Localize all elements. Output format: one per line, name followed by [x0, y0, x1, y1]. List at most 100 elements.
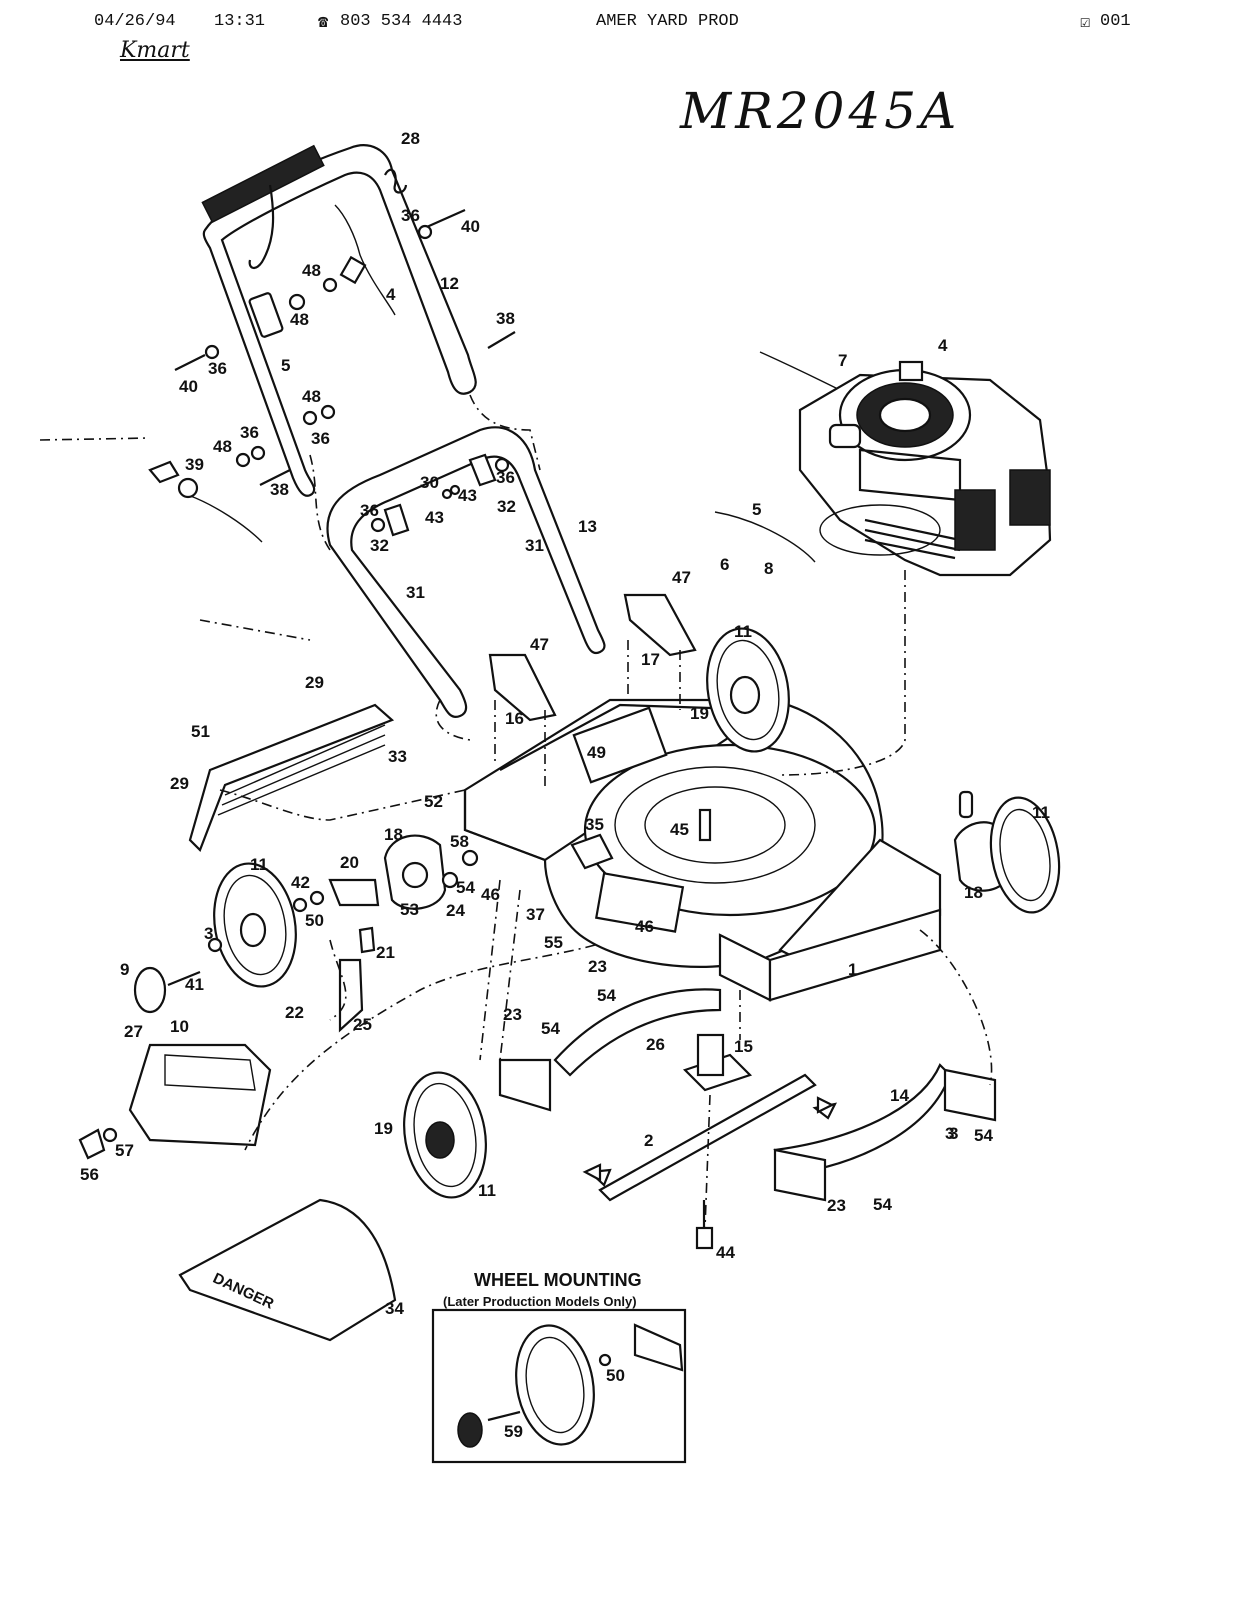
- handle-bracket-left: [488, 653, 557, 722]
- part-callout-31: 31: [406, 583, 425, 602]
- part-callout-10: 10: [170, 1017, 189, 1036]
- part-callout-4: 4: [386, 285, 396, 304]
- safety-shield: [178, 1198, 397, 1342]
- part-callout-49: 49: [587, 743, 606, 762]
- part-callout-23: 23: [588, 957, 607, 976]
- phone-icon: ☎: [318, 14, 329, 33]
- handle-hardware: [148, 208, 516, 537]
- part-callout-50: 50: [305, 911, 324, 930]
- inset-subtitle: (Later Production Models Only): [443, 1294, 637, 1309]
- part-callout-43: 43: [425, 508, 444, 527]
- mower-deck: [463, 698, 942, 1002]
- wheel-front-right: [706, 627, 790, 753]
- part-callout-41: 41: [185, 975, 204, 994]
- part-callout-9: 9: [120, 960, 129, 979]
- part-callout-3: 3: [204, 924, 213, 943]
- part-callout-43: 43: [458, 486, 477, 505]
- part-callout-18: 18: [384, 825, 403, 844]
- part-callout-39: 39: [185, 455, 204, 474]
- engine: [798, 360, 1052, 577]
- part-callout-40: 40: [461, 217, 480, 236]
- part-callout-28: 28: [401, 129, 420, 148]
- fax-time: 13:31: [214, 12, 266, 31]
- part-callout-11: 11: [250, 855, 268, 874]
- part-callout-40: 40: [179, 377, 198, 396]
- part-callout-54: 54: [974, 1126, 993, 1145]
- part-callout-57: 57: [115, 1141, 134, 1160]
- part-callout-5: 5: [281, 356, 290, 375]
- fax-page-number: 001: [1100, 12, 1131, 31]
- wheel-rear-right: [989, 796, 1061, 914]
- part-callout-21: 21: [376, 943, 395, 962]
- part-callout-11: 11: [1032, 803, 1050, 822]
- part-callout-29: 29: [305, 673, 324, 692]
- part-callout-11: 11: [734, 622, 752, 641]
- handle-bracket-right: [623, 593, 697, 657]
- handle-grip: [201, 144, 325, 224]
- part-callout-37: 37: [526, 905, 545, 924]
- part-callout-5: 5: [752, 500, 761, 519]
- engine-cable: [714, 511, 816, 563]
- part-callout-50: 50: [606, 1366, 625, 1385]
- part-callout-1: 1: [848, 960, 857, 979]
- part-callout-32: 32: [497, 497, 516, 516]
- part-callout-17: 17: [641, 650, 660, 669]
- fax-sender: AMER YARD PROD: [596, 12, 739, 31]
- part-callout-14: 14: [890, 1086, 909, 1105]
- part-callout-3: 3: [949, 1124, 958, 1143]
- part-callout-3: 3: [945, 1124, 954, 1143]
- part-callout-54: 54: [541, 1019, 560, 1038]
- part-callout-53: 53: [400, 900, 419, 919]
- part-callout-11: 11: [478, 1181, 496, 1200]
- handwritten-model: MR2045A: [680, 82, 961, 140]
- part-callout-36: 36: [208, 359, 227, 378]
- part-callout-45: 45: [670, 820, 689, 839]
- grass-deflector: [188, 703, 395, 852]
- part-callout-26: 26: [646, 1035, 665, 1054]
- part-callout-33: 33: [388, 747, 407, 766]
- part-callout-52: 52: [424, 792, 443, 811]
- inset-title: WHEEL MOUNTING: [474, 1270, 642, 1290]
- part-callout-22: 22: [285, 1003, 304, 1022]
- part-callout-46: 46: [481, 885, 500, 904]
- part-callout-58: 58: [450, 832, 469, 851]
- part-callouts: 1233344556789101111111112131415161718181…: [80, 129, 1050, 1441]
- control-cable: [334, 204, 396, 316]
- part-callout-20: 20: [340, 853, 359, 872]
- part-callout-48: 48: [302, 261, 321, 280]
- part-callout-36: 36: [496, 468, 515, 487]
- part-callout-36: 36: [240, 423, 259, 442]
- part-callout-15: 15: [734, 1037, 753, 1056]
- fax-phone: 803 534 4443: [340, 12, 463, 31]
- part-callout-47: 47: [672, 568, 691, 587]
- part-callout-48: 48: [290, 310, 309, 329]
- part-callout-30: 30: [420, 473, 439, 492]
- wheel-mounting-inset: [431, 1308, 687, 1464]
- part-callout-35: 35: [585, 815, 604, 834]
- part-callout-16: 16: [505, 709, 524, 728]
- part-callout-44: 44: [716, 1243, 735, 1262]
- part-callout-18: 18: [964, 883, 983, 902]
- part-callout-12: 12: [440, 274, 459, 293]
- control-cable-lower: [187, 494, 263, 543]
- part-callout-6: 6: [720, 555, 729, 574]
- part-callout-25: 25: [353, 1015, 372, 1034]
- part-callout-27: 27: [124, 1022, 143, 1041]
- part-callout-19: 19: [374, 1119, 393, 1138]
- wheel-rear-left: [403, 1071, 487, 1199]
- part-callout-4: 4: [938, 336, 948, 355]
- mower-blade: [598, 1073, 817, 1202]
- part-callout-24: 24: [446, 901, 465, 920]
- part-callout-36: 36: [311, 429, 330, 448]
- baffle-26: [553, 988, 722, 1077]
- fax-page-icon: ☑: [1080, 14, 1091, 33]
- part-callout-23: 23: [827, 1196, 846, 1215]
- part-callout-13: 13: [578, 517, 597, 536]
- upper-handle: [201, 144, 477, 497]
- assembly-line: [469, 394, 541, 471]
- part-callout-47: 47: [530, 635, 549, 654]
- part-callout-36: 36: [401, 206, 420, 225]
- lower-handle: [326, 426, 606, 718]
- part-callout-51: 51: [191, 722, 210, 741]
